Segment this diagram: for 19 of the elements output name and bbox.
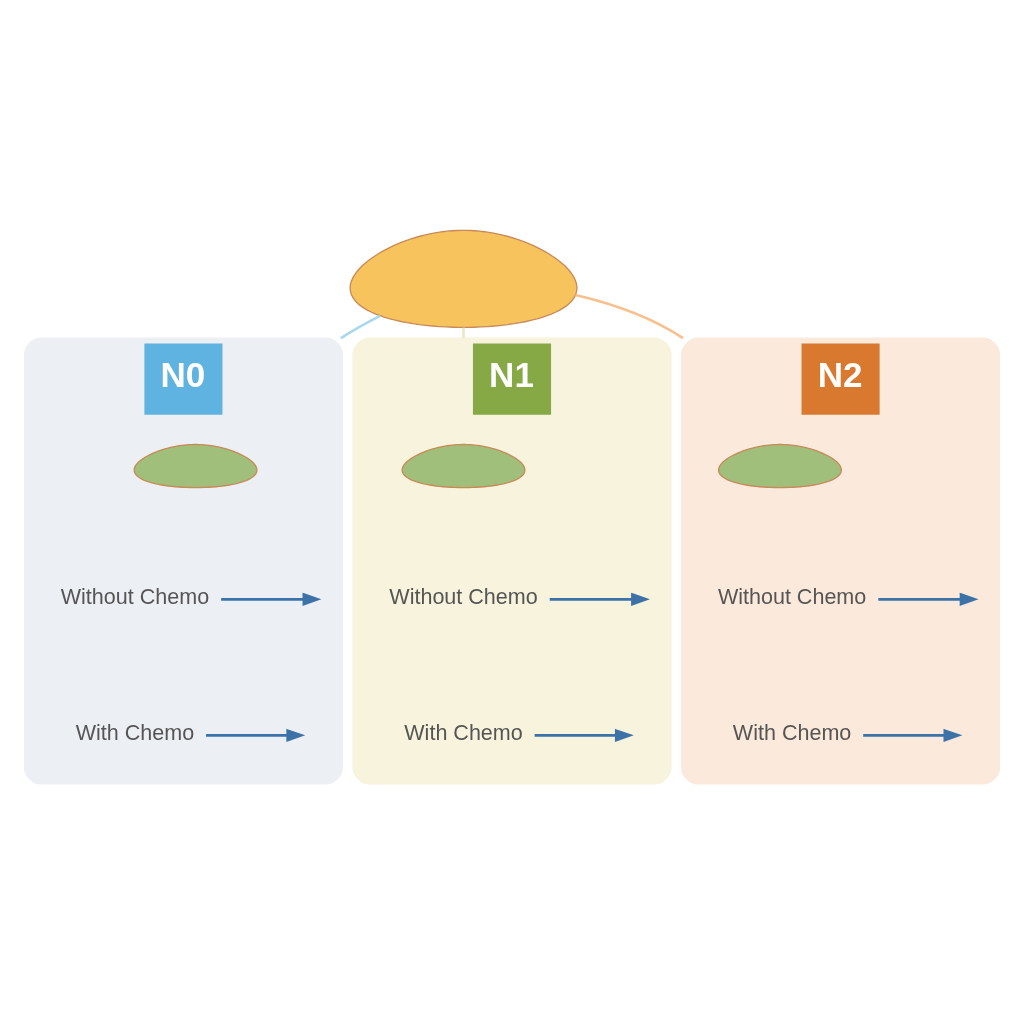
arrow [863, 728, 963, 742]
connector [575, 293, 684, 339]
connector [340, 314, 381, 339]
arrow [878, 592, 979, 606]
node-picture [717, 443, 842, 488]
arrow [221, 592, 322, 606]
node-text: Without Chemo [60, 584, 210, 609]
node-text: Without Chemo [389, 584, 538, 609]
node-text: Without Chemo [717, 584, 867, 609]
node-picture [349, 229, 578, 328]
node-picture [401, 443, 526, 488]
arrow [534, 728, 634, 742]
connector [462, 327, 465, 338]
node-text: With Chemo [732, 720, 852, 745]
arrow [549, 592, 650, 606]
node-picture [133, 443, 258, 488]
node-text: With Chemo [404, 720, 523, 745]
node-text: With Chemo [75, 720, 195, 745]
arrow [206, 728, 306, 742]
